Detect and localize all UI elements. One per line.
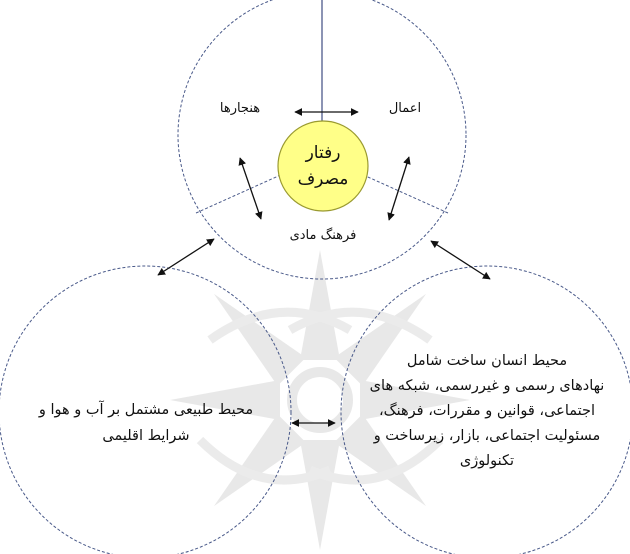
watermark-logo: [170, 250, 470, 550]
center-node: [277, 120, 369, 212]
built-env-line-2: نهادهای رسمی و غیررسمی، شبکه های: [369, 378, 605, 394]
built-env-line-3: اجتماعی، قوانین و مقررات، فرهنگ،: [379, 403, 595, 419]
built-env-line-1: محیط انسان ساخت شامل: [406, 353, 568, 369]
label-material-culture: فرهنگ مادی: [289, 228, 357, 243]
arrow-actions-culture: [387, 156, 411, 221]
natural-env-line-2: شرایط اقلیمی: [102, 428, 190, 444]
built-env-line-4: مسئولیت اجتماعی، بازار، زیرساخت و: [373, 428, 601, 444]
built-env-line-5: تکنولوژی: [459, 453, 515, 469]
arrow-norms-culture: [238, 157, 263, 220]
label-actions: اعمال: [388, 101, 422, 116]
center-label-1: رفتار: [305, 143, 341, 163]
arrow-top-right: [430, 240, 491, 280]
natural-env-line-1: محیط طبیعی مشتمل بر آب و هوا و: [38, 402, 254, 418]
arrow-top-left: [157, 238, 215, 276]
label-norms: هنجارها: [219, 101, 261, 116]
natural-environment-circle: [0, 265, 292, 554]
center-label-2: مصرف: [297, 169, 349, 189]
